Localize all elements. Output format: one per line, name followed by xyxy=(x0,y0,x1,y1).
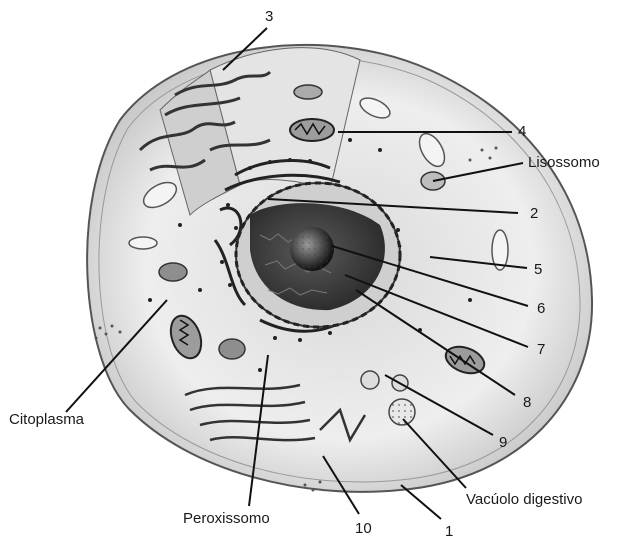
label-lisossomo: Lisossomo xyxy=(528,155,600,170)
label-citoplasma: Citoplasma xyxy=(9,412,84,427)
label-4: 4 xyxy=(518,124,526,139)
mitochondrion xyxy=(294,85,322,99)
label-peroxissomo: Peroxissomo xyxy=(183,511,270,526)
label-10: 10 xyxy=(355,521,372,536)
label-vacuolo-digestivo: Vacúolo digestivo xyxy=(466,492,582,507)
label-2: 2 xyxy=(530,206,538,221)
label-7: 7 xyxy=(537,342,545,357)
label-3: 3 xyxy=(265,9,273,24)
label-1: 1 xyxy=(445,524,453,539)
leader-line-1 xyxy=(401,485,441,519)
mitochondrion xyxy=(290,119,334,141)
label-5: 5 xyxy=(534,262,542,277)
label-8: 8 xyxy=(523,395,531,410)
label-6: 6 xyxy=(537,301,545,316)
label-9: 9 xyxy=(499,435,507,450)
